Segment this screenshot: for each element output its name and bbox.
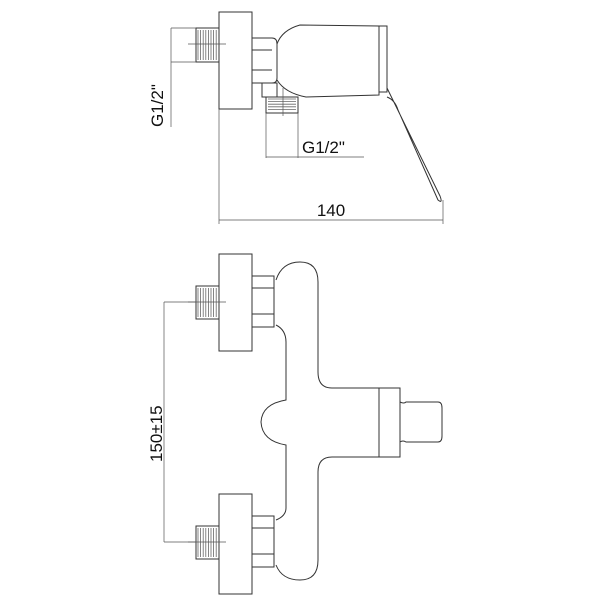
wall-flange bbox=[218, 11, 253, 110]
top-wall-flange bbox=[218, 253, 253, 352]
inlet-spacing-dimension: 150±15 bbox=[147, 301, 196, 543]
inlet-thread-dimension: G1/2" bbox=[148, 27, 196, 127]
outlet-block bbox=[261, 82, 278, 98]
outlet-thread-dimension: G1/2" bbox=[265, 113, 364, 158]
outlet-thread-label: G1/2" bbox=[302, 138, 345, 157]
bottom-wall-flange bbox=[218, 493, 253, 595]
inlet-spacing-label: 150±15 bbox=[147, 405, 166, 462]
depth-dimension-label: 140 bbox=[317, 201, 345, 220]
mixer-body bbox=[260, 261, 379, 581]
top-inlet-thread bbox=[195, 285, 220, 320]
depth-dimension: 140 bbox=[218, 109, 444, 224]
inlet-thread bbox=[188, 27, 226, 63]
lever-cartridge bbox=[378, 387, 443, 458]
top-connector-nut bbox=[252, 275, 275, 328]
outlet-thread bbox=[265, 88, 299, 116]
bottom-inlet-thread bbox=[195, 525, 220, 560]
inlet-thread-label: G1/2" bbox=[148, 84, 167, 127]
front-view: 150±15 bbox=[147, 253, 443, 595]
valve-body bbox=[276, 24, 380, 98]
connector-nut bbox=[252, 37, 278, 84]
side-view: G1/2" G1/2" 140 bbox=[148, 11, 444, 224]
bottom-connector-nut bbox=[252, 515, 275, 568]
lever-handle bbox=[379, 25, 442, 202]
